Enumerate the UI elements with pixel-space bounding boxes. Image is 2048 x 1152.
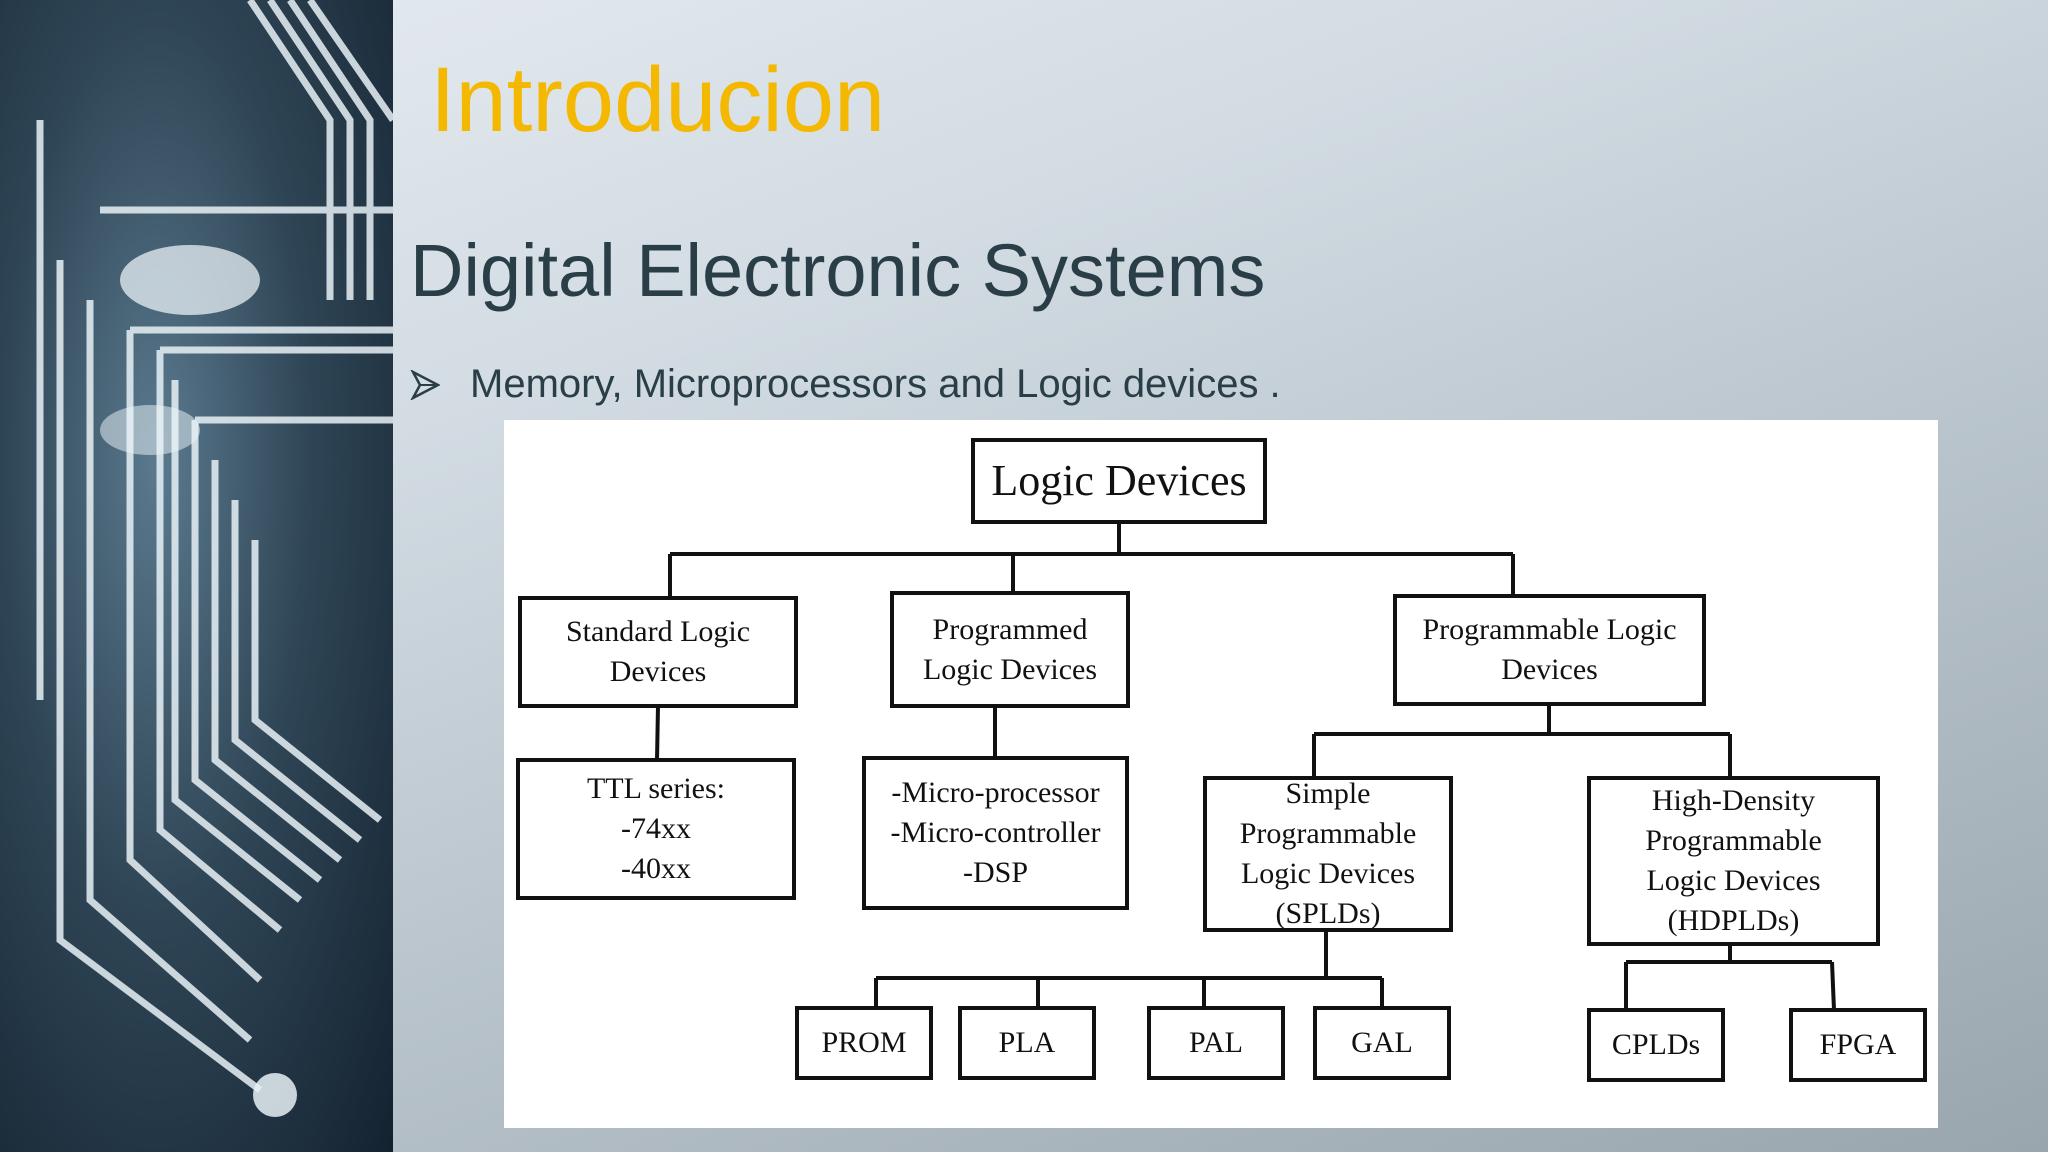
logic-devices-diagram: Logic Devices Standard Logic Devices Pro… [504,420,1938,1128]
node-programmed-logic-devices: Programmed Logic Devices [890,591,1130,708]
node-pal: PAL [1147,1006,1285,1080]
node-fpga: FPGA [1789,1008,1927,1082]
node-spld-line3: Logic Devices [1240,857,1416,890]
node-pla: PLA [958,1006,1096,1080]
node-gal: GAL [1313,1006,1451,1080]
node-spld: Simple Programmable Logic Devices (SPLDs… [1203,776,1453,932]
node-ttl-series: TTL series: -74xx -40xx [516,758,796,900]
node-standard-line1: Standard Logic [565,615,751,648]
node-hdpld: High-Density Programmable Logic Devices … [1587,776,1880,946]
slide-title: Introducion [430,49,886,151]
node-micro-line2: -Micro-controller [890,816,1101,849]
node-spld-line4: (SPLDs) [1275,897,1381,930]
node-spld-line2: Programmable [1239,817,1417,850]
node-hdpld-line1: High-Density [1651,784,1816,817]
node-standard-line2: Devices [609,655,707,688]
node-programmable-line1: Programmable Logic [1422,613,1677,646]
circuit-board-image [0,0,393,1152]
node-programmed-line2: Logic Devices [922,652,1098,686]
node-logic-devices: Logic Devices [971,438,1267,524]
node-gal-label: GAL [1351,1026,1413,1059]
connector-ttl [655,705,660,761]
node-micro-line1: -Micro-processor [891,776,1100,809]
node-micro-line3: -DSP [962,856,1029,889]
node-ttl-line1: TTL series: [586,772,725,805]
node-prom-label: PROM [821,1026,907,1059]
bullet-item: Memory, Microprocessors and Logic device… [410,362,1281,407]
node-hdpld-line4: (HDPLDs) [1667,904,1800,937]
circuit-traces-graphic [36,0,393,1117]
node-programmable-logic-devices: Programmable Logic Devices [1393,594,1706,706]
arrow-bullet-icon [410,369,440,400]
slide-subtitle: Digital Electronic Systems [410,229,1266,312]
node-prom: PROM [795,1006,933,1080]
node-hdpld-line2: Programmable [1645,824,1822,857]
node-pla-label: PLA [998,1026,1056,1059]
node-ttl-line2: -74xx [621,812,691,845]
node-microprocessor: -Micro-processor -Micro-controller -DSP [862,756,1129,910]
connector-lines [655,522,1836,1011]
node-pal-label: PAL [1189,1026,1243,1059]
node-cplds: CPLDs [1587,1008,1725,1082]
node-spld-line1: Simple [1285,777,1371,810]
node-standard-logic-devices: Standard Logic Devices [518,596,798,708]
node-hdpld-line3: Logic Devices [1646,864,1821,897]
node-cplds-label: CPLDs [1611,1028,1701,1061]
node-programmable-line2: Devices [1501,653,1598,686]
bullet-text: Memory, Microprocessors and Logic device… [470,362,1281,406]
node-ttl-line3: -40xx [621,852,691,885]
node-fpga-label: FPGA [1819,1028,1897,1061]
connector-fpga [1830,961,1836,1011]
node-logic-devices-label: Logic Devices [991,456,1247,505]
node-programmed-line1: Programmed [932,612,1088,646]
